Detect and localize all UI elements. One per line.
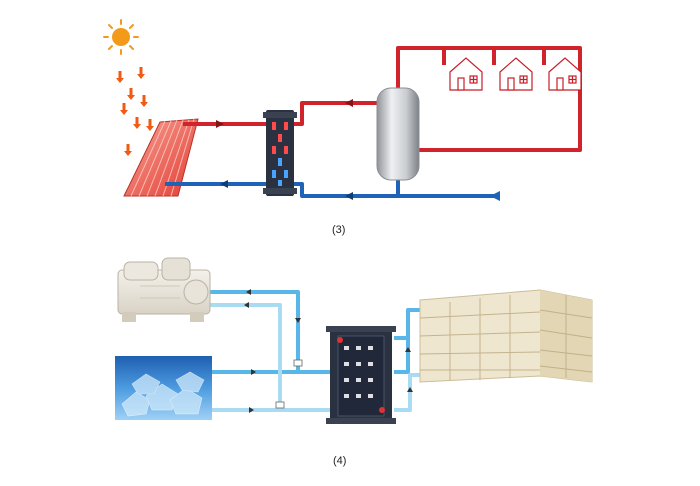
flow-arrow-icon — [345, 192, 353, 200]
storage-tank-icon — [376, 87, 420, 181]
flow-arrow-icon — [246, 289, 251, 295]
ice-storage-icon — [115, 356, 212, 420]
valve-icon — [275, 359, 303, 409]
caption-bottom: (4) — [333, 455, 347, 467]
heat-arrow-icon — [124, 144, 132, 156]
cooling-storage-diagram — [115, 257, 593, 424]
sun-icon — [103, 19, 139, 55]
flow-arrow-icon — [405, 347, 411, 352]
cold-water-pipes — [165, 178, 497, 198]
house-icon — [548, 57, 582, 91]
heat-arrow-icon — [146, 119, 154, 131]
flow-arrow-icon — [345, 99, 353, 107]
flow-arrows-bottom — [244, 289, 413, 413]
hot-water-pipes — [183, 46, 582, 152]
solar-heating-diagram — [103, 19, 582, 201]
flow-arrow-icon — [220, 180, 228, 188]
flow-arrow-icon — [249, 407, 254, 413]
house-icon — [499, 57, 533, 91]
flow-arrow-icon — [251, 369, 256, 375]
flow-arrow-icon — [244, 302, 249, 308]
flow-arrows-top — [216, 99, 500, 201]
pale-blue-pipes — [210, 303, 440, 412]
flow-arrow-icon — [407, 387, 413, 392]
flow-arrow-icon — [295, 318, 301, 323]
building-icon — [419, 289, 593, 383]
house-icon — [449, 57, 483, 91]
chiller-icon — [117, 257, 211, 322]
heat-arrow-icon — [120, 103, 128, 115]
flow-arrow-icon — [216, 120, 224, 128]
heat-arrow-icon — [127, 88, 135, 100]
caption-top: (3) — [332, 224, 346, 236]
plate-heat-exchanger-icon — [326, 326, 396, 424]
heat-arrow-icon — [116, 71, 124, 83]
heat-arrow-icon — [137, 67, 145, 79]
inlet-arrow-icon — [490, 191, 500, 201]
heat-arrow-icon — [133, 117, 141, 129]
heat-arrow-icon — [140, 95, 148, 107]
plate-heat-exchanger-icon — [263, 110, 297, 196]
solar-radiation-arrows — [116, 67, 154, 156]
